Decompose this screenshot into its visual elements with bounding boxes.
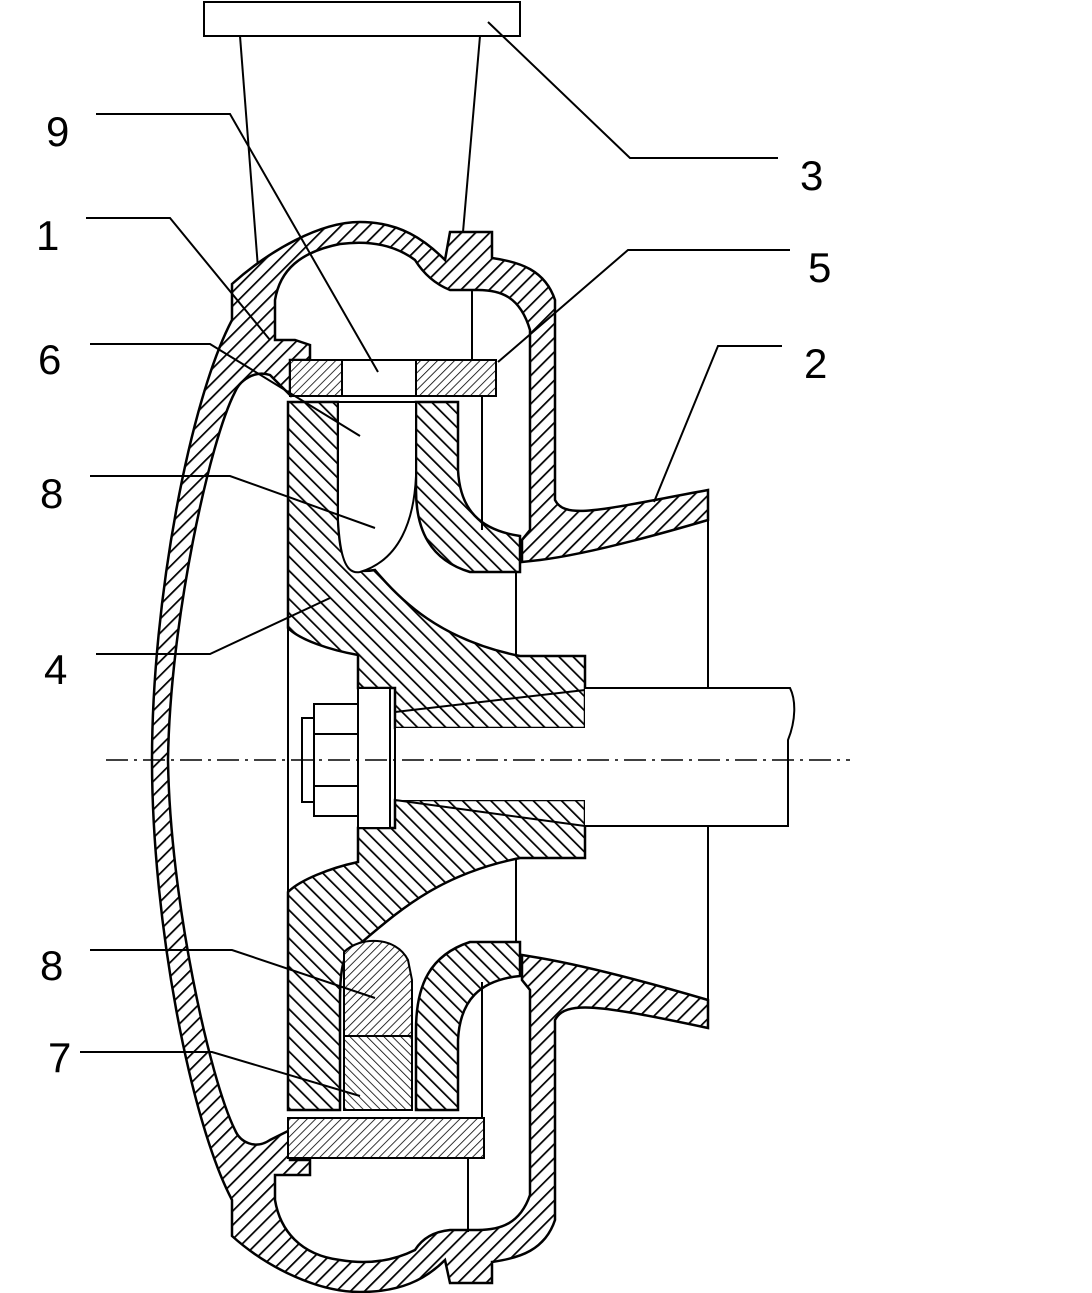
label-8-upper: 8	[40, 470, 63, 517]
impeller-nut-washer	[357, 687, 391, 829]
impeller-vane-lower	[414, 940, 522, 1112]
leader-8-lower	[90, 949, 376, 999]
bore-taper-top	[394, 689, 586, 713]
label-9: 9	[46, 108, 69, 155]
bottom-wear-ring	[287, 1117, 485, 1159]
impeller-passage-upper	[337, 401, 417, 574]
label-8-lower: 8	[40, 942, 63, 989]
label-6: 6	[38, 336, 61, 383]
leader-9	[96, 113, 379, 373]
expeller-vane-8	[343, 939, 413, 1037]
support-line-right	[462, 35, 481, 233]
label-7: 7	[48, 1034, 71, 1081]
leader-3	[487, 21, 778, 159]
label-1: 1	[36, 212, 59, 259]
leader-5	[497, 249, 790, 363]
top-wear-ring-right	[415, 359, 497, 397]
label-2: 2	[804, 340, 827, 387]
label-3: 3	[800, 152, 823, 199]
impeller-vane-upper	[414, 400, 522, 574]
support-line-left	[239, 35, 259, 269]
shaft	[585, 687, 796, 827]
top-wear-ring-left	[289, 359, 343, 397]
leader-2	[653, 345, 782, 503]
leader-6	[90, 343, 361, 437]
leader-8-upper	[90, 475, 376, 529]
casing-shell	[150, 220, 710, 1293]
leader-7	[80, 1051, 361, 1097]
seal-chamber-9	[341, 359, 417, 397]
leader-4	[96, 597, 331, 655]
expeller-block-7	[343, 1035, 413, 1111]
bore-taper-bottom	[394, 799, 586, 827]
leader-1	[86, 217, 271, 341]
top-plate	[203, 1, 521, 37]
label-4: 4	[44, 646, 67, 693]
label-5: 5	[808, 244, 831, 291]
